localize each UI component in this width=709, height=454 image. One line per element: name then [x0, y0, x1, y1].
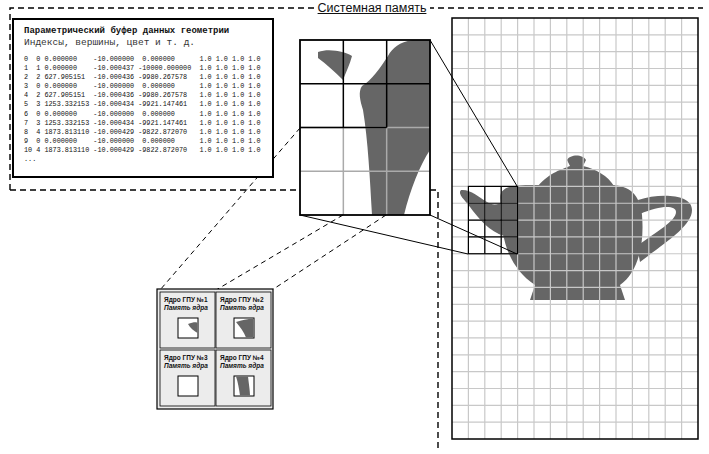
- grid-line: [681, 18, 682, 439]
- data-row: 7 3 1253.332153 -10.000434 -9921.147461 …: [24, 119, 266, 128]
- core-memory: Память ядра: [164, 362, 213, 370]
- grid-line: [468, 219, 517, 220]
- core-memory: Память ядра: [220, 304, 269, 312]
- core-name: Ядро ГПУ №1: [164, 296, 213, 304]
- grid-line: [452, 354, 698, 355]
- data-row: 0 0 0.000000 -10.000000 0.000000 1.0 1.0…: [24, 55, 266, 64]
- grid-line: [452, 304, 698, 305]
- grid-line: [452, 102, 698, 103]
- grid-line: [452, 388, 698, 389]
- data-row: 9 0 0.000000 -10.000000 0.000000 1.0 1.0…: [24, 137, 266, 146]
- data-row: 5 3 1253.332153 -10.000434 -9921.147461 …: [24, 100, 266, 109]
- grid-line: [452, 422, 698, 423]
- grid-line: [468, 203, 517, 204]
- grid-line: [452, 203, 698, 204]
- grid-line: [452, 68, 698, 69]
- data-row: 6 0 0.000000 -10.000000 0.000000 1.0 1.0…: [24, 110, 266, 119]
- grid-line: [452, 169, 698, 170]
- data-row: 10 4 1873.813110 -10.000429 -9822.872070…: [24, 146, 266, 155]
- core-memory: Память ядра: [220, 362, 269, 370]
- grid-line: [648, 18, 649, 439]
- grid-line: [583, 18, 584, 439]
- teapot: [460, 156, 692, 301]
- data-row: 1 1 0.000000 -10.000437 -10000.000000 1.…: [24, 64, 266, 73]
- core-name: Ядро ГПУ №3: [164, 354, 213, 362]
- core-label: Ядро ГПУ №2Память ядра: [216, 292, 271, 312]
- grid-line: [615, 18, 616, 439]
- grid-line: [452, 337, 698, 338]
- grid-line: [300, 171, 430, 173]
- core-cells: [160, 292, 271, 406]
- grid-line: [452, 405, 698, 406]
- core-label: Ядро ГПУ №4Память ядра: [216, 350, 271, 370]
- grid-line: [452, 371, 698, 372]
- region-label: Системная память: [314, 1, 431, 15]
- grid-line: [452, 236, 698, 237]
- zoom-ground: [300, 40, 430, 215]
- core-name: Ядро ГПУ №2: [220, 296, 269, 304]
- grid-line: [550, 18, 551, 439]
- memory-region: [10, 8, 703, 452]
- buffer-subtitle: Индексы, вершины, цвет и т. д.: [24, 37, 266, 49]
- grid-line: [468, 236, 517, 237]
- grid-line: [452, 135, 698, 136]
- buffer-title: Параметрический буфер данных геометрии: [24, 26, 266, 37]
- data-row: 8 4 1873.813110 -10.000429 -9822.872070 …: [24, 128, 266, 137]
- zoom-grid: [300, 40, 430, 215]
- grid-line: [300, 127, 430, 129]
- buffer-box: Параметрический буфер данных геометрииИн…: [12, 18, 274, 178]
- grid-line: [452, 85, 698, 86]
- core-name: Ядро ГПУ №4: [220, 354, 269, 362]
- grid-line: [452, 321, 698, 322]
- pixel-grid: [452, 18, 698, 439]
- grid-line: [452, 219, 698, 220]
- data-row: ...: [24, 155, 266, 164]
- grid-line: [300, 83, 430, 85]
- grid-line: [632, 18, 633, 439]
- core-group: [157, 289, 273, 409]
- core-label: Ядро ГПУ №1Память ядра: [160, 292, 215, 312]
- grid-line: [599, 18, 600, 439]
- data-row: 3 0 0.000000 -10.000000 0.000000 1.0 1.0…: [24, 82, 266, 91]
- frame-ground: [452, 18, 698, 439]
- frame-border: [452, 18, 698, 439]
- grid-line: [665, 18, 666, 439]
- data-row: 2 2 627.905151 -10.000436 -9980.267578 1…: [24, 73, 266, 82]
- grid-line: [452, 270, 698, 271]
- core-label: Ядро ГПУ №3Память ядра: [160, 350, 215, 370]
- grid-line: [533, 18, 534, 439]
- data-row: 4 2 627.905151 -10.000436 -9980.267578 1…: [24, 91, 266, 100]
- grid-line: [452, 152, 698, 153]
- grid-line: [501, 18, 502, 439]
- grid-line: [452, 34, 698, 35]
- grid-line: [452, 51, 698, 52]
- grid-line: [300, 127, 387, 129]
- grid-line: [566, 18, 567, 439]
- zoom-lines: [300, 40, 517, 254]
- grid-line: [484, 18, 485, 439]
- grid-line: [452, 118, 698, 119]
- grid-line: [452, 287, 698, 288]
- core-memory: Память ядра: [164, 304, 213, 312]
